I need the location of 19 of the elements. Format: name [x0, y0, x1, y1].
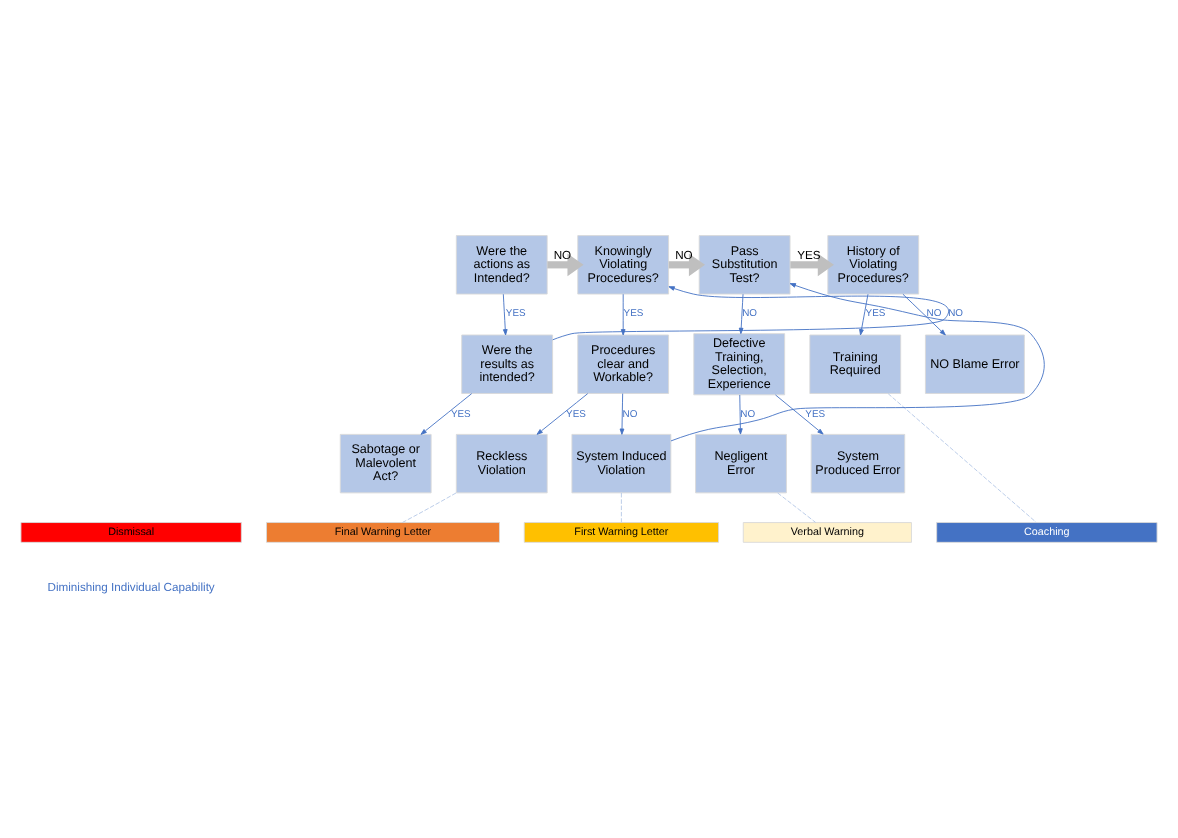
arrow	[620, 292, 626, 335]
arrow	[619, 392, 625, 434]
arrow	[552, 285, 950, 340]
arrow	[790, 252, 834, 276]
arrow	[547, 252, 584, 276]
connector	[887, 392, 1037, 522]
arrow	[420, 392, 473, 434]
arrow	[668, 252, 706, 276]
arrow	[502, 292, 508, 335]
arrow	[738, 393, 743, 434]
connector	[777, 491, 816, 522]
arrow	[536, 392, 589, 434]
arrow	[738, 292, 744, 334]
connector	[401, 491, 457, 522]
arrow	[859, 292, 869, 335]
arrow	[902, 292, 946, 335]
connector	[620, 491, 622, 522]
arrow	[670, 282, 1045, 441]
arrow	[775, 393, 824, 434]
